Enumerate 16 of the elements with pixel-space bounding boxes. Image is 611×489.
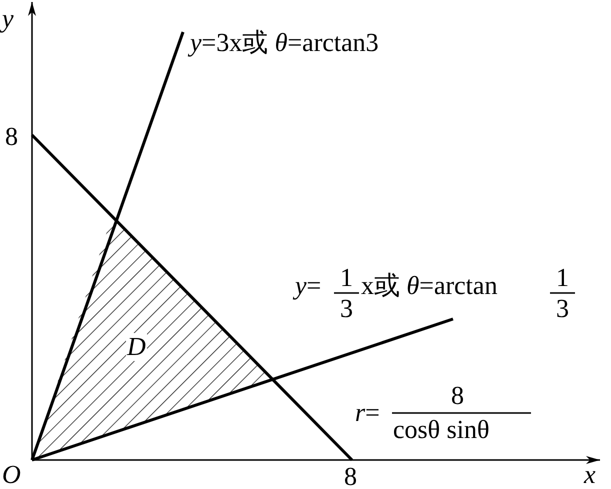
axis-label: y: [2, 6, 14, 32]
curve-label: r=: [355, 400, 380, 426]
fraction-numerator: 1: [556, 265, 569, 291]
fraction-denominator: 3: [556, 296, 569, 322]
fraction-numerator: 1: [340, 265, 353, 291]
fraction-numerator: 8: [451, 383, 464, 409]
origin-label: O: [2, 462, 21, 488]
axis-label: x: [584, 462, 596, 488]
line-label: y=: [295, 273, 322, 299]
fraction-denominator: cosθ sinθ: [393, 417, 490, 443]
tick-label: 8: [344, 464, 357, 489]
line-label: x或 θ=arctan: [361, 273, 498, 299]
fraction-denominator: 3: [340, 296, 353, 322]
tick-label: 8: [5, 124, 18, 150]
region-label: D: [126, 333, 147, 361]
line-label: y=3x或 θ=arctan3: [190, 30, 379, 56]
